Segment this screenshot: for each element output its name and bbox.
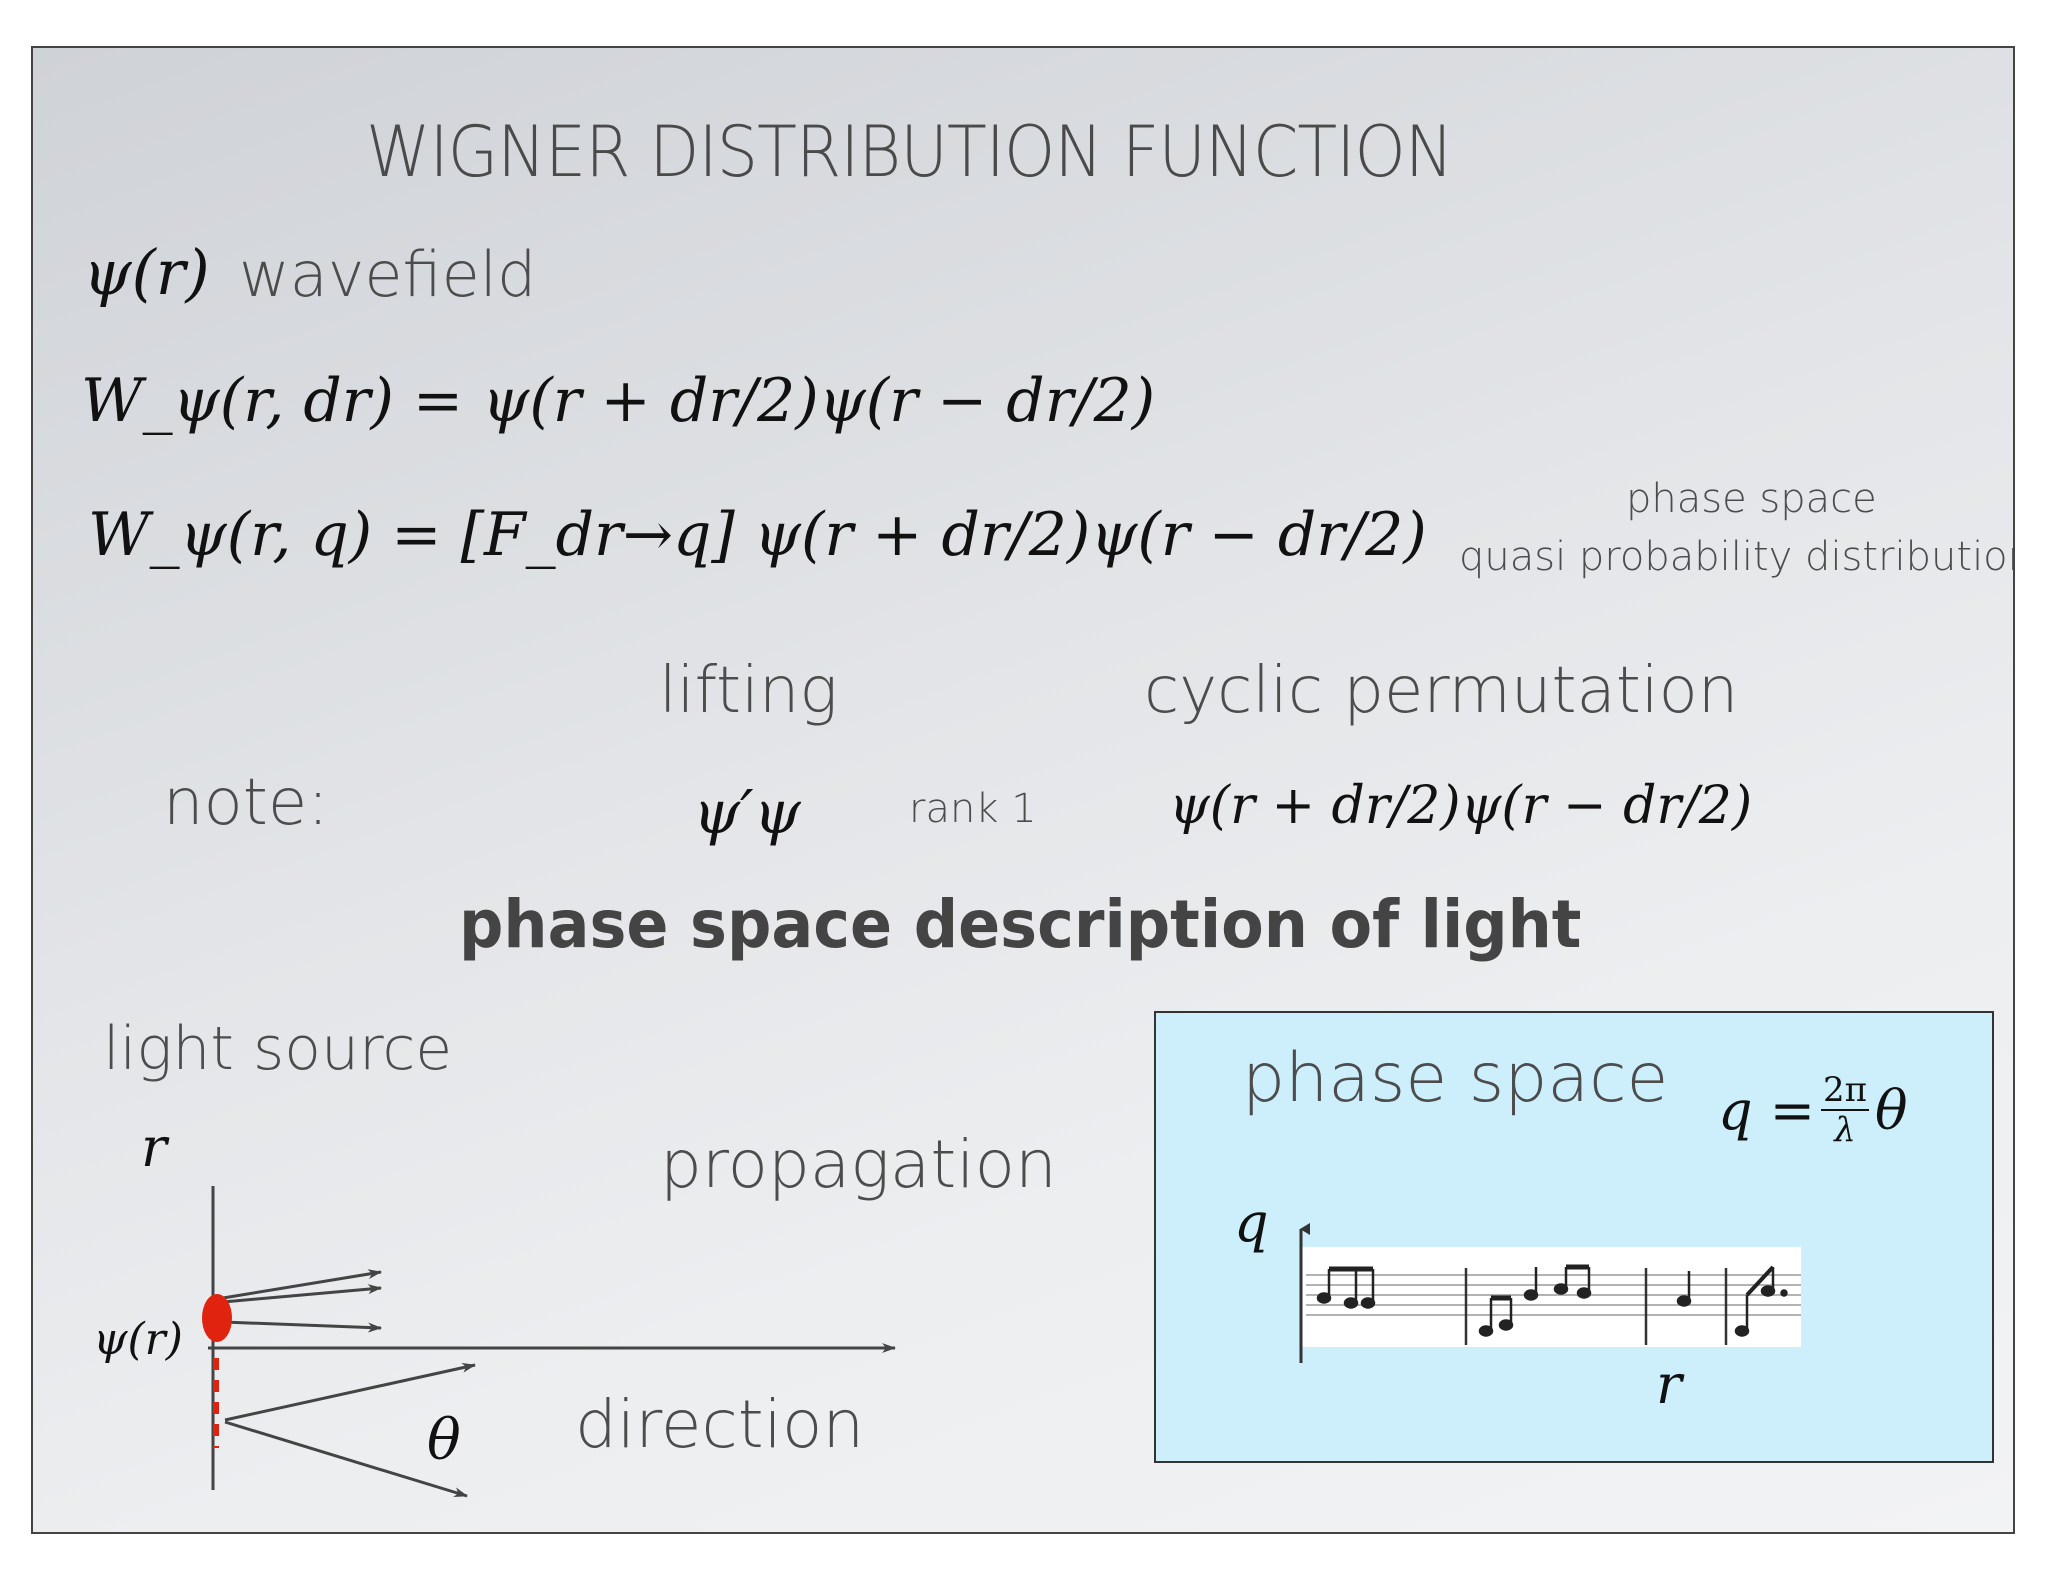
cyclic-permutation-label: cyclic permutation: [1144, 654, 1739, 728]
phase-space-note-line1: phase space: [1626, 476, 1877, 522]
psi-r-label: ψ(r): [93, 1314, 183, 1365]
propagation-label: propagation: [660, 1126, 1057, 1203]
phase-space-heading: phase space description of light: [459, 886, 1582, 963]
psi-prime-psi: ψ′ψ: [693, 778, 801, 848]
wigner-equation-1: W_ψ(r, dr) = ψ(r + dr/2)ψ(r − dr/2): [81, 366, 1156, 436]
formula-lhs: q =: [1718, 1078, 1815, 1142]
note-label: note:: [163, 766, 329, 840]
music-staff-background: [1301, 1247, 1801, 1347]
light-source-label: light source: [103, 1014, 453, 1084]
q-axis-label: q: [1234, 1191, 1269, 1254]
light-source-diagram: [202, 1186, 896, 1498]
bar-lines: [1464, 1268, 1728, 1345]
wavefield-label: wavefield: [239, 238, 537, 311]
r-axis-label: r: [141, 1116, 167, 1179]
lifting-label: lifting: [659, 654, 838, 728]
sheet-music-illustration: [1299, 1223, 1801, 1363]
q-theta-formula: q = 2π λ θ: [1718, 1073, 1907, 1147]
formula-fraction: 2π λ: [1820, 1070, 1869, 1150]
phase-space-panel-title: phase space: [1242, 1039, 1669, 1118]
formula-numerator: 2π: [1820, 1070, 1869, 1111]
ray-arrow-5: [224, 1420, 468, 1498]
slide-title: WIGNER DISTRIBUTION FUNCTION: [366, 111, 1454, 193]
wavefield-symbol: ψ(r): [83, 236, 210, 309]
light-source-dot: [202, 1294, 232, 1342]
theta-label: θ: [427, 1408, 461, 1473]
music-notes: [1316, 1264, 1788, 1337]
phase-space-note-line2: quasi probability distribution: [1459, 534, 2015, 580]
cyclic-expression: ψ(r + dr/2)ψ(r − dr/2): [1169, 776, 1753, 836]
r-axis-label-phase: r: [1656, 1353, 1682, 1416]
ray-arrow-1: [222, 1269, 382, 1300]
ray-arrow-4: [224, 1362, 476, 1422]
wigner-equation-2: W_ψ(r, q) = [F_dr→q] ψ(r + dr/2)ψ(r − dr…: [88, 500, 1427, 570]
rank-label: rank 1: [909, 786, 1037, 832]
ray-arrow-2: [222, 1284, 382, 1304]
direction-label: direction: [575, 1386, 865, 1463]
formula-rhs: θ: [1874, 1078, 1908, 1142]
staff-lines: [1306, 1274, 1801, 1316]
formula-denominator: λ: [1834, 1110, 1856, 1150]
slide: WIGNER DISTRIBUTION FUNCTION ψ(r) wavefi…: [31, 46, 2015, 1534]
ray-arrow-3: [222, 1320, 382, 1333]
phase-space-panel: phase space q = 2π λ θ q r: [1154, 1011, 1994, 1463]
